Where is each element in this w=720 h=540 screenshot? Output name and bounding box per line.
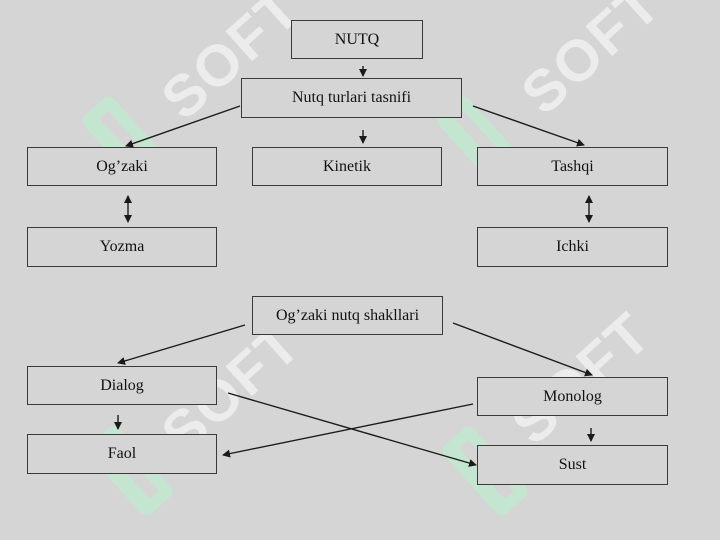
node-label: Kinetik <box>323 157 371 175</box>
node-label: Og’zaki nutq shakllari <box>275 306 420 324</box>
arrow-tasnifi-to-ogzaki <box>125 105 241 148</box>
node-kinetik: Kinetik <box>252 147 442 186</box>
node-label: Og’zaki <box>96 157 148 175</box>
node-nutq: NUTQ <box>291 20 423 59</box>
node-label: NUTQ <box>334 30 380 48</box>
arrow-shakllari-to-monolog <box>452 322 593 377</box>
node-ichki: Ichki <box>477 227 668 267</box>
node-tashqi: Tashqi <box>477 147 668 186</box>
node-label: Dialog <box>100 376 144 394</box>
node-faol: Faol <box>27 434 217 474</box>
node-ogzaki: Og’zaki <box>27 147 217 186</box>
node-label: Monolog <box>543 387 602 405</box>
node-ogzaki-nutq-shakllari: Og’zaki nutq shakllari <box>252 296 443 335</box>
arrow-tasnifi-to-tashqi <box>472 105 585 147</box>
node-label: Tashqi <box>551 157 594 175</box>
arrow-shakllari-to-dialog <box>117 324 246 365</box>
node-monolog: Monolog <box>477 377 668 416</box>
node-yozma: Yozma <box>27 227 217 267</box>
node-label: Sust <box>558 456 587 473</box>
node-nutq-turlari-tasnifi: Nutq turlari tasnifi <box>241 78 462 118</box>
node-label: Yozma <box>99 238 145 255</box>
node-label: Ichki <box>556 238 589 255</box>
node-label: Nutq turlari tasnifi <box>291 89 412 106</box>
node-dialog: Dialog <box>27 366 217 405</box>
node-label: Faol <box>107 445 137 462</box>
node-sust: Sust <box>477 445 668 485</box>
arrow-monolog-to-faol <box>222 403 474 458</box>
